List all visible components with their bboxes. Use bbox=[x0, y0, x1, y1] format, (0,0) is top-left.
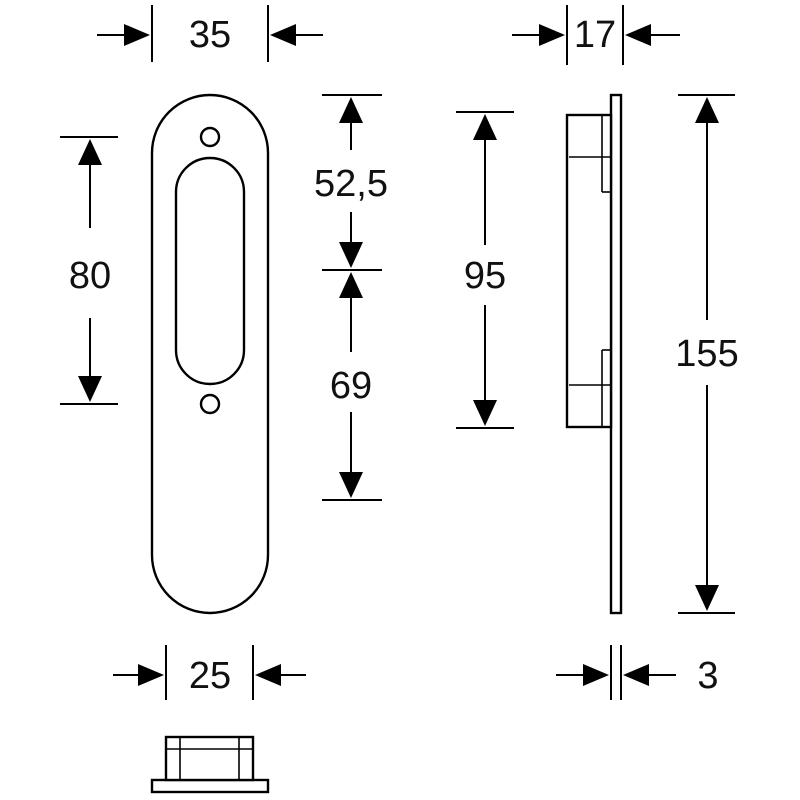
side-plate bbox=[609, 93, 623, 615]
side-view bbox=[565, 93, 623, 615]
dim-total-height-label: 155 bbox=[675, 333, 738, 375]
front-view bbox=[150, 93, 270, 615]
dim-side-height-label: 95 bbox=[464, 255, 506, 297]
dim-hole-spacing: 80 bbox=[60, 136, 118, 405]
dim-side-height: 95 bbox=[456, 111, 514, 429]
dim-depth-label: 17 bbox=[574, 14, 616, 56]
dim-inner-width-label: 25 bbox=[189, 655, 231, 697]
dim-upper-height-label: 52,5 bbox=[314, 163, 388, 205]
bottom-view-plate bbox=[150, 778, 270, 794]
dim-front-width-label: 35 bbox=[189, 14, 231, 56]
dim-inner-width: 25 bbox=[113, 645, 306, 700]
upper-screw-hole bbox=[199, 126, 221, 148]
recessed-grip-slot bbox=[174, 156, 246, 386]
dim-depth: 17 bbox=[512, 5, 680, 65]
bottom-view bbox=[150, 735, 270, 794]
dim-plate-thickness-label: 3 bbox=[697, 655, 718, 697]
dim-plate-thickness: 3 bbox=[556, 645, 719, 700]
dim-front-width: 35 bbox=[97, 5, 323, 62]
side-body-main bbox=[565, 113, 613, 429]
lower-screw-hole bbox=[199, 393, 221, 415]
dim-lower-height-label: 69 bbox=[330, 365, 372, 407]
dim-hole-spacing-label: 80 bbox=[69, 255, 111, 297]
dim-total-height: 155 bbox=[675, 94, 739, 614]
bottom-view-body bbox=[164, 735, 255, 782]
dim-center-heights: 52,5 69 bbox=[314, 94, 388, 501]
